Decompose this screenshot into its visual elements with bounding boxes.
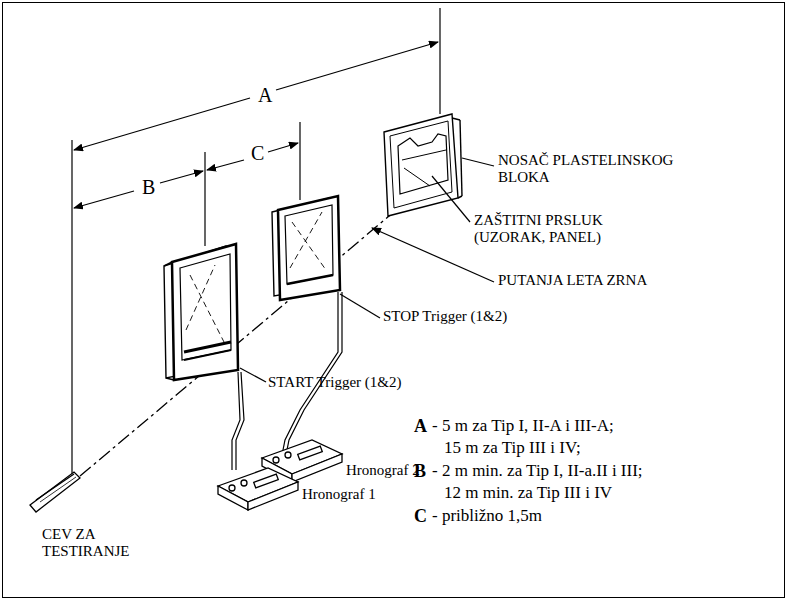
dimension-letter: A <box>256 84 274 107</box>
device-label: Hronograf 1 <box>302 486 376 503</box>
frame <box>3 3 785 598</box>
note-text: - 2 m min. za Tip I, II-a.II i III; <box>432 461 643 481</box>
note-key: A <box>414 416 427 437</box>
flight-path <box>80 190 420 476</box>
callout-label: STOP Trigger (1&2) <box>383 308 507 325</box>
device-label: Hronograf 2 <box>346 462 420 479</box>
leader-lines <box>240 158 494 382</box>
note-text: - približno 1,5m <box>432 506 542 526</box>
dimension-letter: B <box>140 176 157 199</box>
callout-label: START Trigger (1&2) <box>268 374 401 391</box>
note-key: B <box>414 461 426 482</box>
note-text: 15 m za Tip III i IV; <box>444 438 581 458</box>
clay-block-holder <box>384 114 462 216</box>
callout-label: NOSAČ PLASTELINSKOG BLOKA <box>498 152 688 187</box>
extension-lines <box>72 8 440 478</box>
dimension-letter: C <box>249 142 266 165</box>
callout-label: CEV ZA TESTIRANJE <box>42 526 132 561</box>
callout-label: PUTANJA LETA ZRNA <box>498 272 698 289</box>
chronograph-1 <box>218 468 298 510</box>
note-key: C <box>414 506 427 527</box>
note-text: - 5 m za Tip I, II-A i III-A; <box>432 416 614 436</box>
test-barrel <box>30 472 80 512</box>
note-text: 12 m min. za Tip III i IV <box>444 483 612 503</box>
dimension-lines <box>74 42 438 208</box>
stop-screen <box>272 196 340 300</box>
start-screen <box>164 244 238 380</box>
callout-label: ZAŠTITNI PRSLUK (UZORAK, PANEL) <box>474 212 654 247</box>
